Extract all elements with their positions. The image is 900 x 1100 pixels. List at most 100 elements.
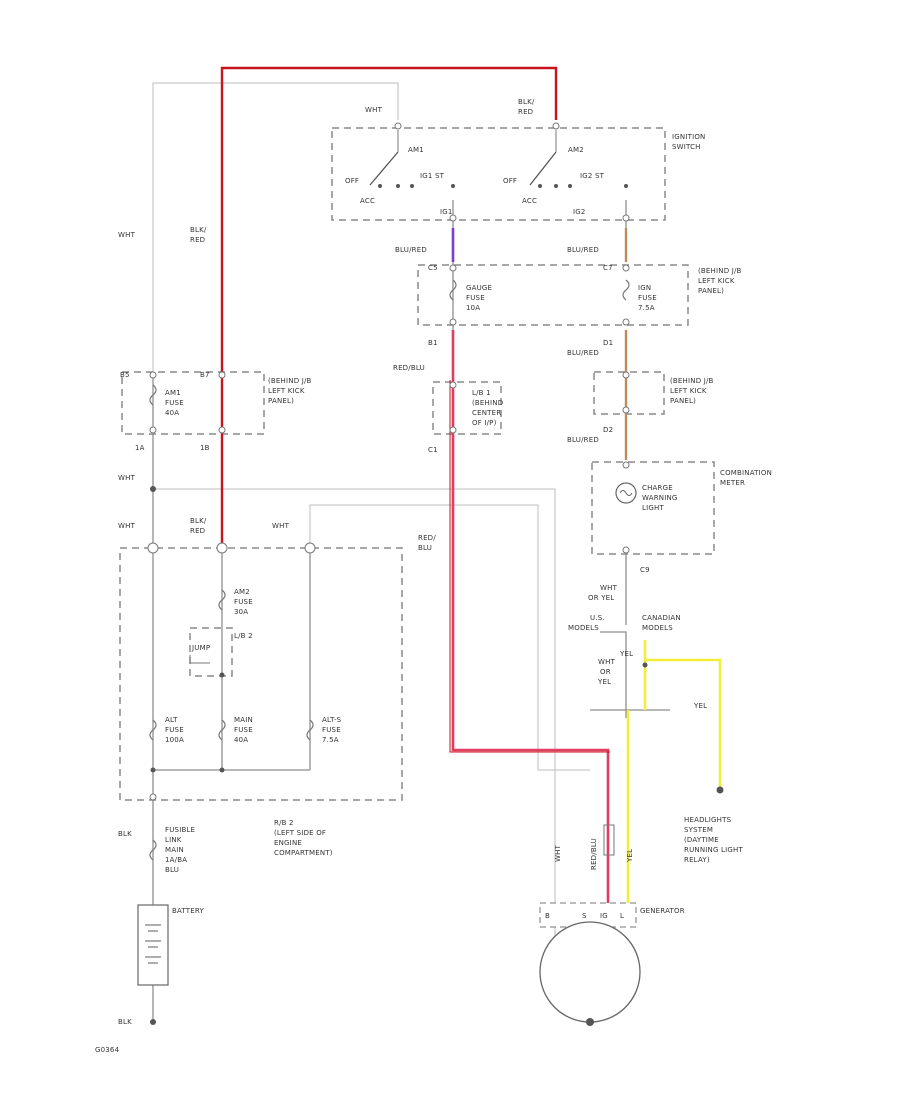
splice — [219, 767, 225, 773]
label-acc: ACC — [360, 197, 375, 205]
contact — [624, 184, 628, 188]
headlight-connector — [716, 786, 724, 794]
label-rb2: COMPARTMENT) — [274, 849, 333, 857]
wire-wht-top — [152, 82, 399, 372]
label-headlights: RELAY) — [684, 856, 710, 864]
label-rb2: R/B 2 — [274, 819, 294, 827]
label-rb2: (LEFT SIDE OF — [274, 829, 326, 837]
label-gauge-fuse: FUSE — [466, 294, 485, 302]
contact — [378, 184, 382, 188]
label-fusible-link: LINK — [165, 836, 182, 844]
label-gen-l: L — [620, 912, 624, 920]
label-lb1: (BEHIND — [472, 399, 503, 407]
label-gauge-fuse: GAUGE — [466, 284, 492, 292]
label-main-fuse: MAIN — [234, 716, 253, 724]
generator-ground — [586, 1018, 594, 1026]
label-wht-or-yel: WHT — [598, 658, 616, 666]
label-charge-warning-light: WARNING — [642, 494, 678, 502]
label-generator: GENERATOR — [640, 907, 685, 915]
label-fusible-link: 1A/BA — [165, 856, 187, 864]
label-headlights: SYSTEM — [684, 826, 713, 834]
terminal — [149, 426, 157, 434]
label-red-blu: BLU — [418, 544, 432, 552]
label-am1-fuse: FUSE — [165, 399, 184, 407]
label-ignition-switch: IGNITION — [672, 133, 705, 141]
terminal — [622, 318, 630, 326]
label-alts-fuse: FUSE — [322, 726, 341, 734]
label-alt-fuse: FUSE — [165, 726, 184, 734]
label-am1-fuse: 40A — [165, 409, 179, 417]
label-am2-fuse: FUSE — [234, 598, 253, 606]
label-yel: YEL — [619, 650, 633, 658]
ground-point — [150, 1019, 156, 1025]
terminal — [622, 214, 630, 222]
label-gen-ig: IG — [600, 912, 608, 920]
label-jb: LEFT KICK — [670, 387, 707, 395]
label-off: OFF — [345, 177, 359, 185]
contact — [410, 184, 414, 188]
label-ign-fuse: FUSE — [638, 294, 657, 302]
label-ig1-st: IG1 ST — [420, 172, 445, 180]
label-alt-fuse: ALT — [165, 716, 178, 724]
label-blk-red: RED — [190, 236, 205, 244]
diagram-code: G0364 — [95, 1046, 120, 1054]
contact — [396, 184, 400, 188]
am2-fuse-symbol — [218, 589, 226, 611]
label-main-fuse: FUSE — [234, 726, 253, 734]
ign-fuse-symbol — [622, 279, 630, 301]
label-b5: B5 — [120, 371, 130, 379]
label-c1: C1 — [428, 446, 438, 454]
label-lb1: L/B 1 — [472, 389, 491, 397]
label-wht: WHT — [118, 231, 136, 239]
label-headlights: (DAYTIME — [684, 836, 719, 844]
contact — [538, 184, 542, 188]
contact — [568, 184, 572, 188]
switch-arm-2 — [529, 151, 557, 186]
ignition-switch-box — [331, 127, 666, 221]
fuse-box-upper — [417, 264, 689, 326]
label-jb: PANEL) — [268, 397, 294, 405]
label-wht: WHT — [272, 522, 290, 530]
label-am2-fuse: AM2 — [234, 588, 250, 596]
wire-blk-red — [220, 66, 558, 548]
label-jb: (BEHIND J/B — [268, 377, 312, 385]
label-lb1: CENTER — [472, 409, 501, 417]
label-ign-fuse: IGN — [638, 284, 651, 292]
label-wht: WHT — [365, 106, 383, 114]
label-jb: PANEL) — [670, 397, 696, 405]
fusible-link-symbol — [149, 839, 157, 861]
label-blk-red: BLK/ — [518, 98, 535, 106]
label-wht-or-yel: OR — [600, 668, 611, 676]
label-b1: B1 — [428, 339, 438, 347]
alts-fuse-symbol — [306, 719, 314, 741]
main-fuse-symbol — [218, 719, 226, 741]
terminal — [394, 122, 402, 130]
label-c7: C7 — [603, 264, 613, 272]
label-acc: ACC — [522, 197, 537, 205]
shielded-wire — [603, 824, 615, 856]
label-yel: YEL — [626, 849, 634, 863]
label-blu-red: BLU/RED — [567, 246, 599, 254]
label-gen-s: S — [582, 912, 587, 920]
label-jb: LEFT KICK — [268, 387, 305, 395]
battery-cells — [145, 924, 161, 964]
terminal — [449, 426, 457, 434]
terminal — [218, 426, 226, 434]
label-1a: 1A — [135, 444, 145, 452]
label-c5: C5 — [428, 264, 438, 272]
terminal — [149, 371, 157, 379]
jb-right-box — [593, 371, 665, 415]
terminal — [218, 371, 226, 379]
label-off: OFF — [503, 177, 517, 185]
label-blk-red: RED — [518, 108, 533, 116]
label-blu-red: BLU/RED — [395, 246, 427, 254]
label-am2-fuse: 30A — [234, 608, 248, 616]
label-headlights: HEADLIGHTS — [684, 816, 732, 824]
splice — [150, 486, 156, 492]
label-wht: WHT — [118, 474, 136, 482]
label-charge-warning-light: CHARGE — [642, 484, 673, 492]
wire-canadian — [600, 631, 627, 718]
terminal — [304, 542, 316, 554]
wire-yel-headlight — [645, 658, 722, 790]
